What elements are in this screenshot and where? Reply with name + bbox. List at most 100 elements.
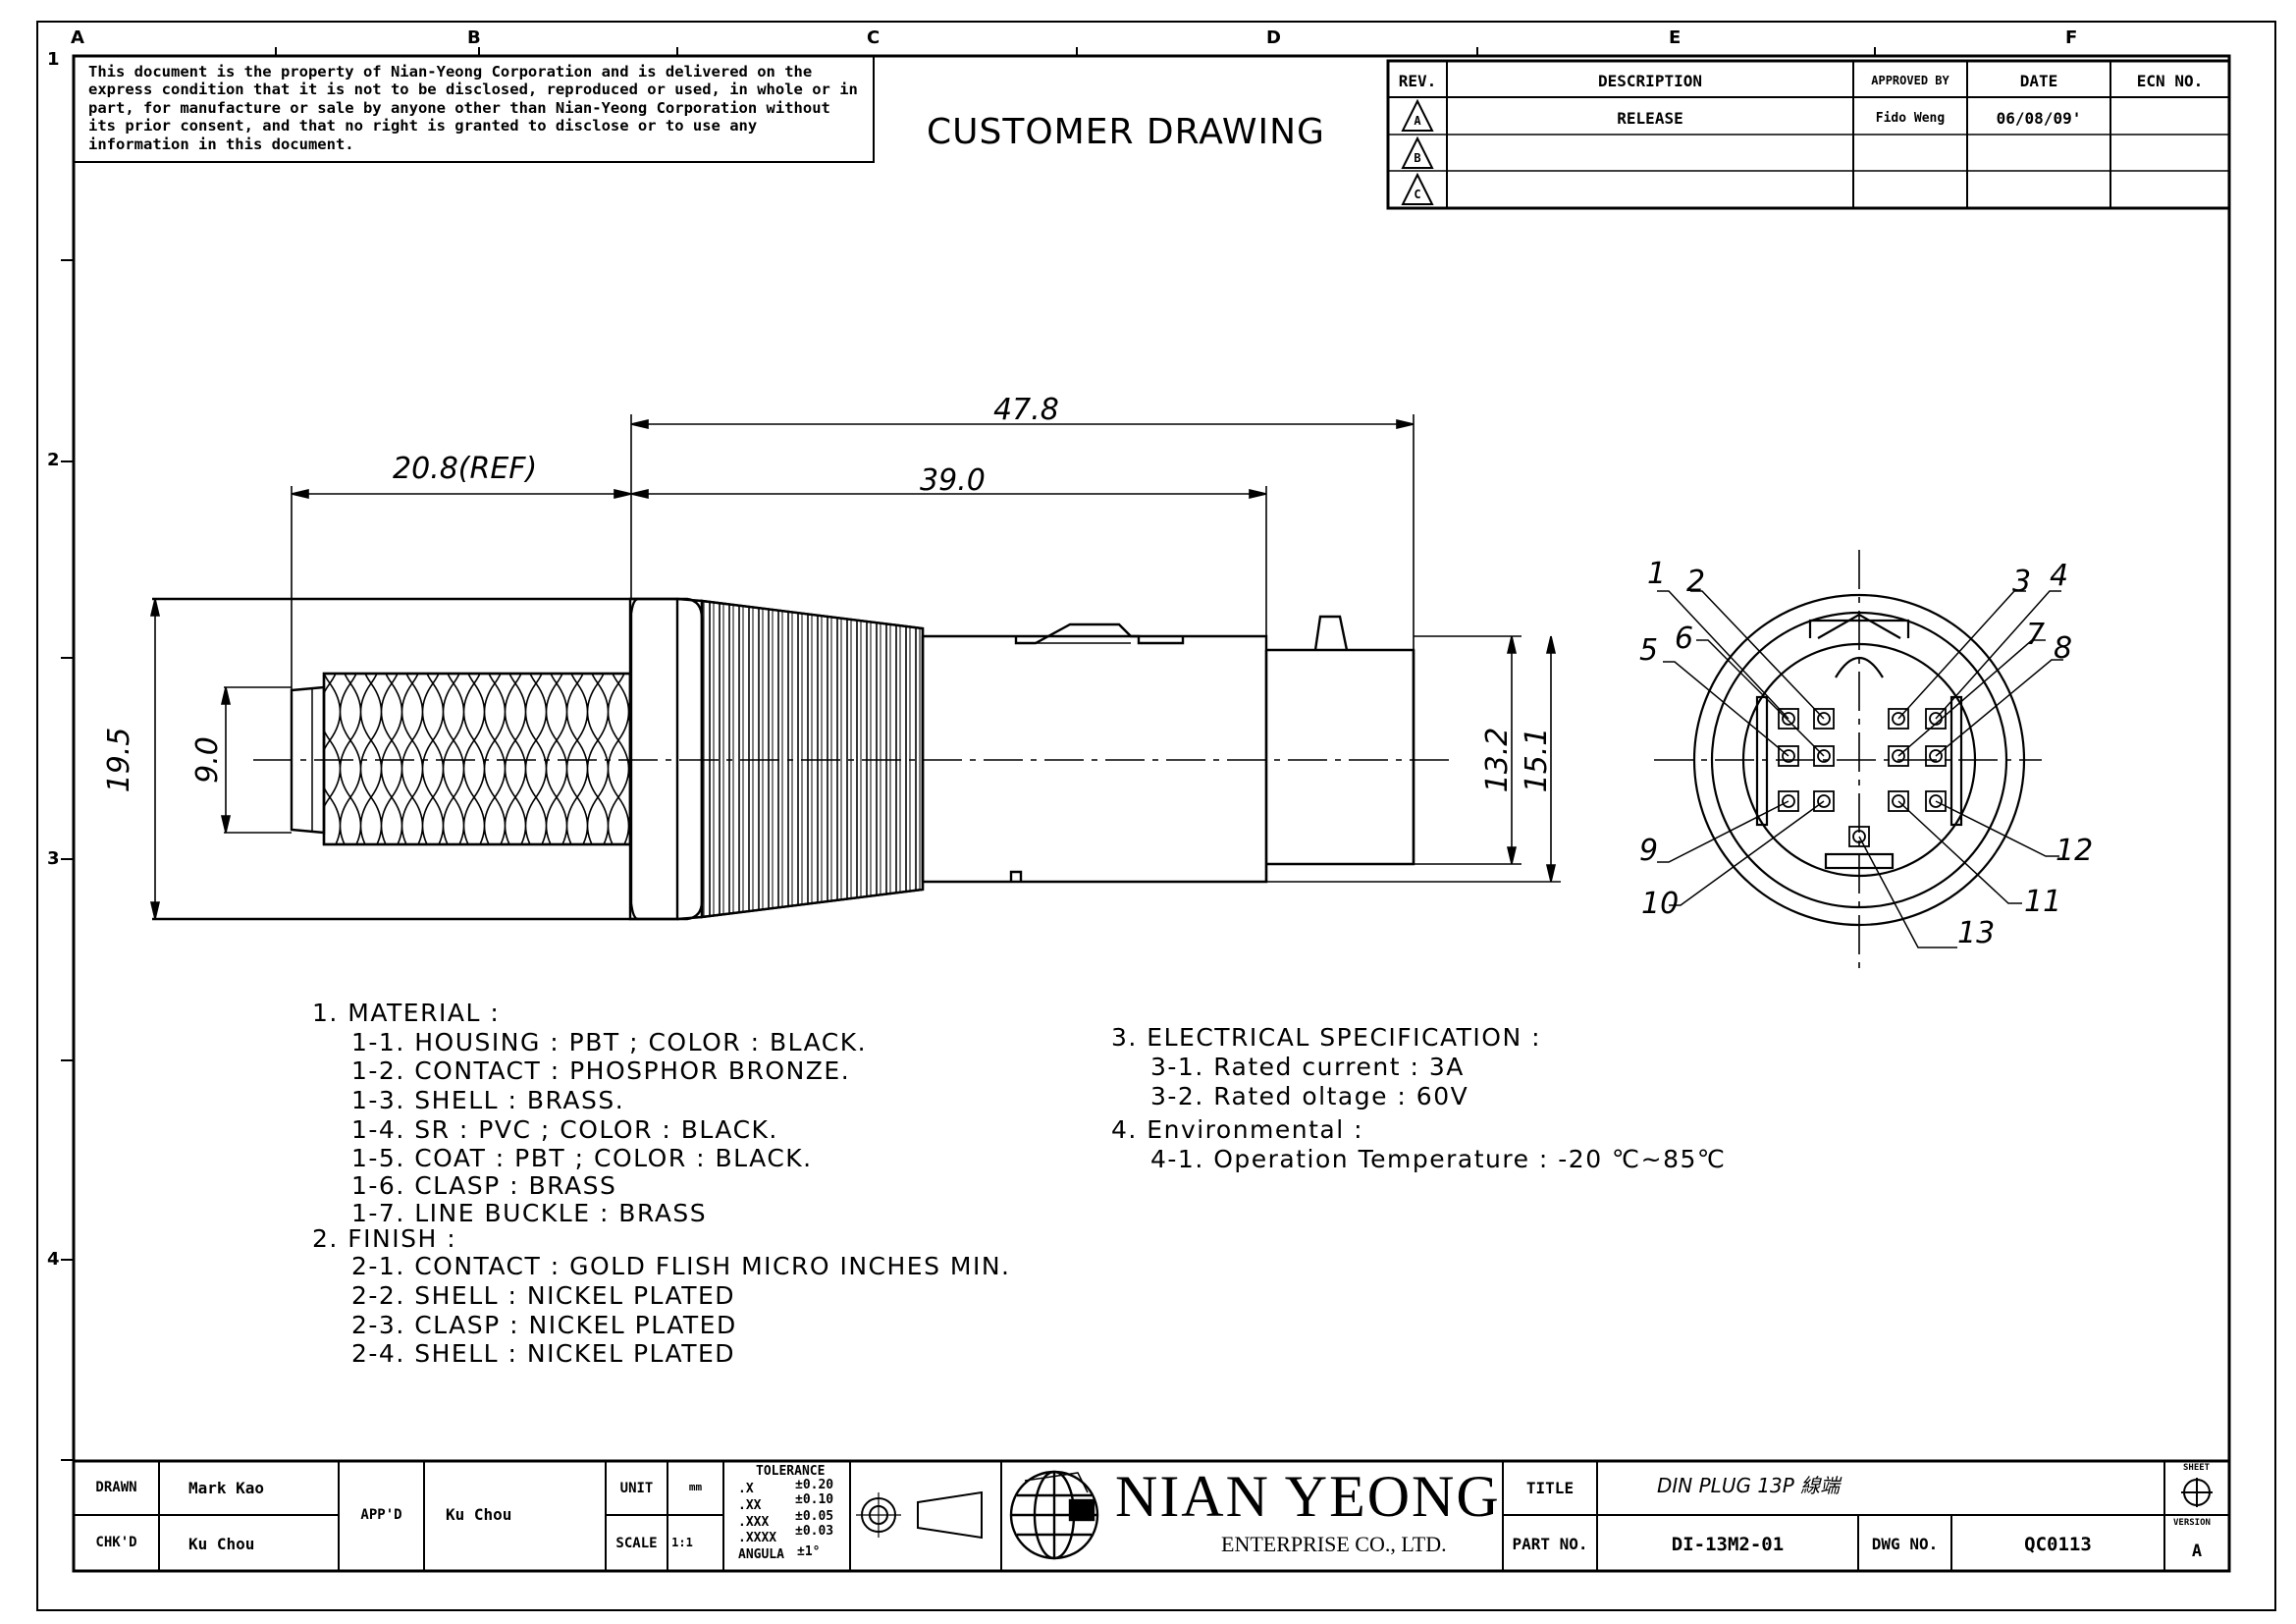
company-name: NIAN YEONG — [1115, 1464, 1501, 1529]
rev-header-rev: REV. — [1398, 72, 1437, 90]
contact-pin-3 — [1888, 708, 1909, 730]
contact-pin-4 — [1925, 708, 1947, 730]
plug-side-view — [152, 597, 1453, 921]
note-3-2: 3-2. Rated oltage : 60V — [1150, 1082, 1469, 1110]
sheet-label: SHEET — [2183, 1463, 2211, 1473]
rev-a-description: RELEASE — [1617, 109, 1683, 128]
note-4-1: 4-1. Operation Temperature : -20 ℃~85℃ — [1150, 1145, 1727, 1173]
pin-label-11: 11 — [2024, 885, 2062, 919]
ribbed-grip — [700, 599, 925, 919]
dwg-label: DWG NO. — [1871, 1535, 1939, 1553]
pin-label-6: 6 — [1675, 622, 1694, 656]
chkd-label: CHK'D — [95, 1535, 137, 1550]
note-environmental: 4. Environmental : — [1111, 1115, 1364, 1144]
note-1-5: 1-5. COAT : PBT ; COLOR : BLACK. — [351, 1144, 813, 1172]
zone-number-2: 2 — [47, 450, 60, 470]
title-label: TITLE — [1525, 1479, 1575, 1497]
contact-pin-7 — [1888, 745, 1909, 767]
pin-label-8: 8 — [2054, 631, 2073, 666]
dwg-value: QC0113 — [2024, 1534, 2092, 1555]
note-finish: 2. FINISH : — [312, 1224, 457, 1253]
contact-pin-hole-3 — [1892, 712, 1905, 726]
part-label: PART NO. — [1512, 1535, 1588, 1553]
rev-a-label: A — [1414, 114, 1421, 128]
note-electrical: 3. ELECTRICAL SPECIFICATION : — [1111, 1023, 1542, 1052]
contact-pin-hole-9 — [1782, 794, 1795, 808]
contact-pin-hole-12 — [1929, 794, 1943, 808]
pin-label-9: 9 — [1639, 834, 1659, 868]
company-subtitle: ENTERPRISE CO., LTD. — [1221, 1532, 1447, 1556]
dim-cable-dia: 9.0 — [190, 736, 225, 784]
drawing-title: CUSTOMER DRAWING — [927, 112, 1325, 152]
version-value: A — [2191, 1542, 2203, 1561]
tol-k-3: .XXXX — [738, 1531, 777, 1545]
pin-label-7: 7 — [2026, 618, 2046, 652]
rev-a-date: 06/08/09' — [1996, 109, 2082, 128]
zone-letter-f: F — [2065, 27, 2078, 48]
contact-pin-2 — [1813, 708, 1835, 730]
tol-v-0: ±0.20 — [795, 1478, 834, 1492]
contact-pin-12 — [1925, 790, 1947, 812]
scale-value: 1:1 — [671, 1536, 693, 1549]
note-1-3: 1-3. SHELL : BRASS. — [351, 1086, 625, 1114]
pin-label-5: 5 — [1639, 633, 1659, 668]
pin-face-view — [1654, 550, 2042, 972]
contact-pin-hole-10 — [1817, 794, 1831, 808]
note-1-6: 1-6. CLASP : BRASS — [351, 1171, 617, 1200]
contact-pin-hole-8 — [1929, 749, 1943, 763]
note-2-3: 2-3. CLASP : NICKEL PLATED — [351, 1311, 737, 1339]
revision-table-grid — [1386, 59, 2231, 210]
title-block-grid — [72, 1459, 2231, 1573]
contact-pin-hole-6 — [1817, 749, 1831, 763]
outer-body — [677, 597, 704, 921]
part-value: DI-13M2-01 — [1671, 1534, 1785, 1555]
contact-pin-10 — [1813, 790, 1835, 812]
zone-letter-b: B — [467, 27, 481, 48]
rev-header-description: DESCRIPTION — [1598, 72, 1702, 90]
rev-header-approved: APPROVED BY — [1871, 74, 1949, 87]
contact-pin-9 — [1778, 790, 1799, 812]
plug-body — [923, 634, 1268, 884]
knurled-section — [322, 672, 632, 846]
note-3-1: 3-1. Rated current : 3A — [1150, 1053, 1465, 1081]
tol-k-0: .X — [738, 1482, 754, 1496]
rev-b-label: B — [1414, 151, 1421, 165]
zone-letter-c: C — [867, 27, 881, 48]
zone-letter-d: D — [1266, 27, 1281, 48]
tol-k-1: .XX — [738, 1498, 762, 1513]
zone-number-4: 4 — [47, 1249, 60, 1270]
scale-label: SCALE — [615, 1536, 658, 1551]
tol-v-4: ±1° — [797, 1544, 821, 1559]
rev-c-label: C — [1414, 188, 1421, 201]
pin-label-13: 13 — [1957, 916, 1996, 950]
outer-border — [36, 21, 2276, 1611]
contact-pin-hole-13 — [1852, 830, 1866, 843]
pin-label-3: 3 — [2012, 565, 2032, 599]
zone-number-1: 1 — [47, 49, 60, 70]
zone-letter-e: E — [1669, 27, 1682, 48]
pin-label-4: 4 — [2050, 559, 2069, 593]
tol-k-2: .XXX — [738, 1515, 770, 1530]
tolerance-title: TOLERANCE — [756, 1464, 826, 1479]
chkd-value: Ku Chou — [188, 1535, 255, 1553]
notice-box — [73, 55, 875, 163]
tol-k-4: ANGULA — [738, 1547, 784, 1562]
projection-symbol-icon — [856, 1490, 983, 1540]
note-1-2: 1-2. CONTACT : PHOSPHOR BRONZE. — [351, 1056, 851, 1085]
zone-number-3: 3 — [47, 848, 60, 869]
contact-pin-1 — [1778, 708, 1799, 730]
contact-pin-6 — [1813, 745, 1835, 767]
contact-pin-hole-7 — [1892, 749, 1905, 763]
version-label: VERSION — [2173, 1518, 2211, 1528]
unit-value: mm — [688, 1481, 703, 1493]
pin-label-2: 2 — [1686, 565, 1706, 599]
rev-triangles — [1401, 98, 1434, 205]
contact-pin-hole-11 — [1892, 794, 1905, 808]
zone-letter-a: A — [71, 27, 84, 48]
rev-a-approved: Fido Weng — [1875, 111, 1946, 126]
dim-front-b: 15.1 — [1520, 727, 1554, 793]
rev-header-date: DATE — [2019, 72, 2058, 90]
dim-ref: 20.8(REF) — [393, 452, 538, 486]
pin-leaders — [1657, 590, 2063, 948]
